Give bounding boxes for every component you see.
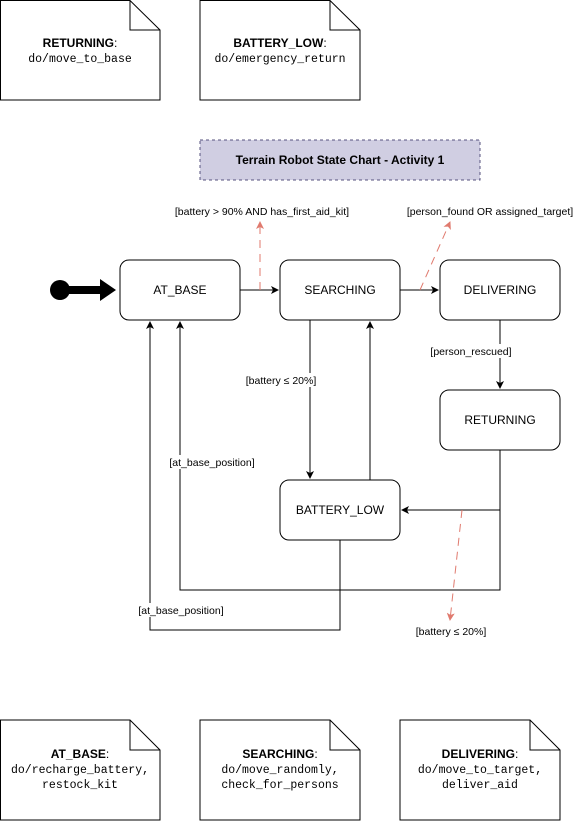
state-returning-label: RETURNING	[464, 413, 535, 427]
svg-text:SEARCHING:: SEARCHING:	[242, 747, 317, 761]
guard-label-bg-battery-low-to-at-base	[135, 603, 227, 617]
note-searching-colon: :	[314, 747, 317, 761]
note-delivering: DELIVERING: do/move_to_target, deliver_a…	[399, 719, 561, 821]
note-returning: RETURNING: do/move_to_base	[0, 0, 161, 101]
note-battery-low-colon: :	[323, 36, 326, 50]
transition-battery-low-to-at-base	[146, 321, 341, 631]
guard-label-bg-searching-to-battery-low	[242, 373, 320, 387]
note-delivering-line-1: do/move_to_target,	[418, 764, 542, 777]
note-at-base-title: AT_BASE	[51, 747, 106, 761]
guard-label-returning-to-battery-low: [battery ≤ 20%]	[416, 626, 487, 638]
state-battery-low: BATTERY_LOW	[279, 479, 401, 541]
note-at-base-colon: :	[106, 747, 109, 761]
state-searching: SEARCHING	[279, 259, 401, 321]
guard-label-delivering-to-returning: [person_rescued]	[430, 346, 511, 358]
svg-text:RETURNING:: RETURNING:	[43, 36, 118, 50]
state-at-base-label: AT_BASE	[153, 283, 206, 297]
note-at-base-line-2: restock_kit	[42, 779, 118, 792]
initial-state	[50, 279, 116, 301]
note-at-base: AT_BASE: do/recharge_battery, restock_ki…	[0, 719, 161, 821]
state-searching-label: SEARCHING	[304, 283, 375, 297]
note-delivering-title: DELIVERING	[442, 747, 515, 761]
state-delivering-label: DELIVERING	[464, 283, 537, 297]
guard-label-returning-to-at-base: [at_base_position]	[169, 457, 254, 469]
note-returning-line-1: do/move_to_base	[28, 53, 132, 66]
note-searching-title: SEARCHING	[242, 747, 314, 761]
chart-title-box: Terrain Robot State Chart - Activity 1	[199, 139, 481, 181]
note-battery-low-line-1: do/emergency_return	[214, 53, 345, 66]
chart-title: Terrain Robot State Chart - Activity 1	[236, 153, 445, 167]
note-battery-low: BATTERY_LOW: do/emergency_return	[199, 0, 361, 101]
guard-label-battery-low-to-at-base: [at_base_position]	[138, 605, 223, 617]
note-battery-low-title: BATTERY_LOW	[233, 36, 324, 50]
guard-label-bg-delivering-to-returning	[426, 344, 516, 358]
guard-label-searching-to-delivering: [person_found OR assigned_target]	[407, 206, 573, 218]
state-battery-low-label: BATTERY_LOW	[296, 503, 385, 517]
guard-label-searching-to-battery-low: [battery ≤ 20%]	[246, 375, 317, 387]
guard-arrow-returning-to-battery-low	[446, 509, 463, 621]
state-returning: RETURNING	[439, 389, 561, 451]
state-at-base: AT_BASE	[119, 259, 241, 321]
guard-arrow-searching-to-delivering	[419, 221, 451, 291]
note-searching-line-1: do/move_randomly,	[221, 764, 338, 777]
note-searching: SEARCHING: do/move_randomly, check_for_p…	[199, 719, 361, 821]
svg-text:BATTERY_LOW:: BATTERY_LOW:	[233, 36, 326, 50]
note-returning-title: RETURNING	[43, 36, 114, 50]
guard-label-at-base-to-searching: [battery > 90% AND has_first_aid_kit]	[175, 206, 349, 218]
note-delivering-line-2: deliver_aid	[442, 779, 518, 792]
note-at-base-line-1: do/recharge_battery,	[11, 764, 149, 777]
transition-returning-to-battery-low	[401, 450, 501, 514]
svg-text:DELIVERING:: DELIVERING:	[442, 747, 519, 761]
guard-label-bg-returning-to-at-base	[166, 455, 258, 469]
note-delivering-colon: :	[515, 747, 518, 761]
svg-text:AT_BASE:: AT_BASE:	[51, 747, 109, 761]
state-delivering: DELIVERING	[439, 259, 561, 321]
note-searching-line-2: check_for_persons	[221, 779, 338, 792]
note-returning-colon: :	[114, 36, 117, 50]
